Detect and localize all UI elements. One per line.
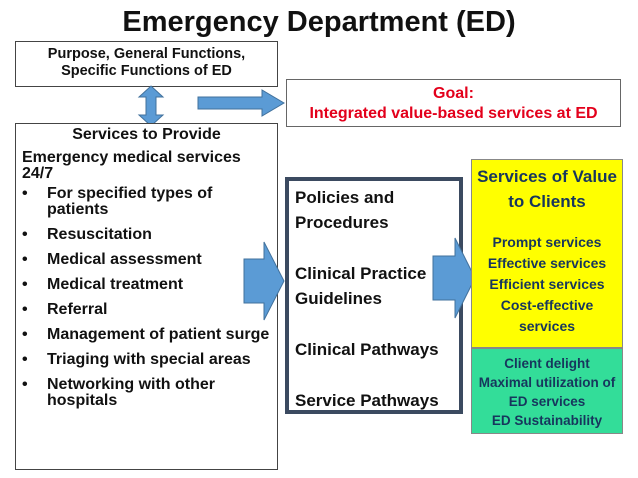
bullet-icon: •	[22, 226, 28, 243]
value-box: Services of Value to Clients Prompt serv…	[471, 159, 623, 348]
services-box: Services to Provide Emergency medical se…	[15, 123, 278, 470]
list-item: •Networking with other hospitals	[22, 376, 215, 409]
policy-item-guidelines: Clinical Practice Guidelines	[295, 264, 427, 308]
arrow-to-value-icon	[432, 237, 476, 319]
bullet-icon: •	[22, 326, 28, 343]
list-item: •For specified types of patients	[22, 185, 213, 218]
bullet-icon: •	[22, 351, 28, 368]
list-item: Client delight	[504, 356, 590, 371]
list-item: •Medical treatment	[22, 276, 184, 293]
policy-item-procedures: Policies and Procedures	[295, 188, 395, 232]
list-item: ED Sustainability	[491, 413, 603, 428]
bullet-icon: •	[22, 376, 28, 393]
diagram-title: Emergency Department (ED)	[122, 6, 516, 38]
list-item: •Resuscitation	[22, 226, 152, 243]
services-list: •For specified types of patients •Resusc…	[22, 186, 271, 409]
bullet-icon: •	[22, 251, 28, 268]
purpose-line-2: Specific Functions of ED	[61, 63, 232, 79]
double-arrow-vertical-icon	[137, 85, 165, 127]
list-item: •Triaging with special areas	[22, 351, 251, 368]
bullet-icon: •	[22, 301, 28, 318]
list-item: •Management of patient surge	[22, 326, 270, 343]
list-item: Cost-effective services	[500, 297, 594, 334]
list-item: Effective services	[487, 255, 607, 271]
list-item: •Medical assessment	[22, 251, 202, 268]
outcomes-box: Client delight Maximal utilization of ED…	[471, 348, 623, 434]
bullet-icon: •	[22, 276, 28, 293]
services-intro: Emergency medical services 24/7	[22, 149, 241, 182]
goal-label: Goal:	[433, 85, 474, 102]
goal-box: Goal: Integrated value-based services at…	[286, 79, 621, 127]
policy-item-service-pathways: Service Pathways	[295, 391, 439, 410]
policy-item-clinical-pathways: Clinical Pathways	[295, 340, 439, 359]
purpose-line-1: Purpose, General Functions,	[47, 46, 246, 62]
arrow-to-goal-icon	[197, 89, 285, 117]
arrow-to-policies-icon	[243, 241, 285, 321]
list-item: Prompt services	[492, 234, 602, 250]
list-item: •Referral	[22, 301, 108, 318]
purpose-box: Purpose, General Functions, Specific Fun…	[15, 41, 278, 87]
list-item: Efficient services	[489, 276, 605, 292]
goal-text: Integrated value-based services at ED	[309, 105, 598, 122]
value-heading: Services of Value to Clients	[477, 167, 617, 211]
list-item: Maximal utilization of ED services	[478, 375, 616, 409]
bullet-icon: •	[22, 185, 28, 202]
services-heading: Services to Provide	[72, 126, 221, 143]
value-list: Prompt services Effective services Effic…	[472, 232, 622, 337]
